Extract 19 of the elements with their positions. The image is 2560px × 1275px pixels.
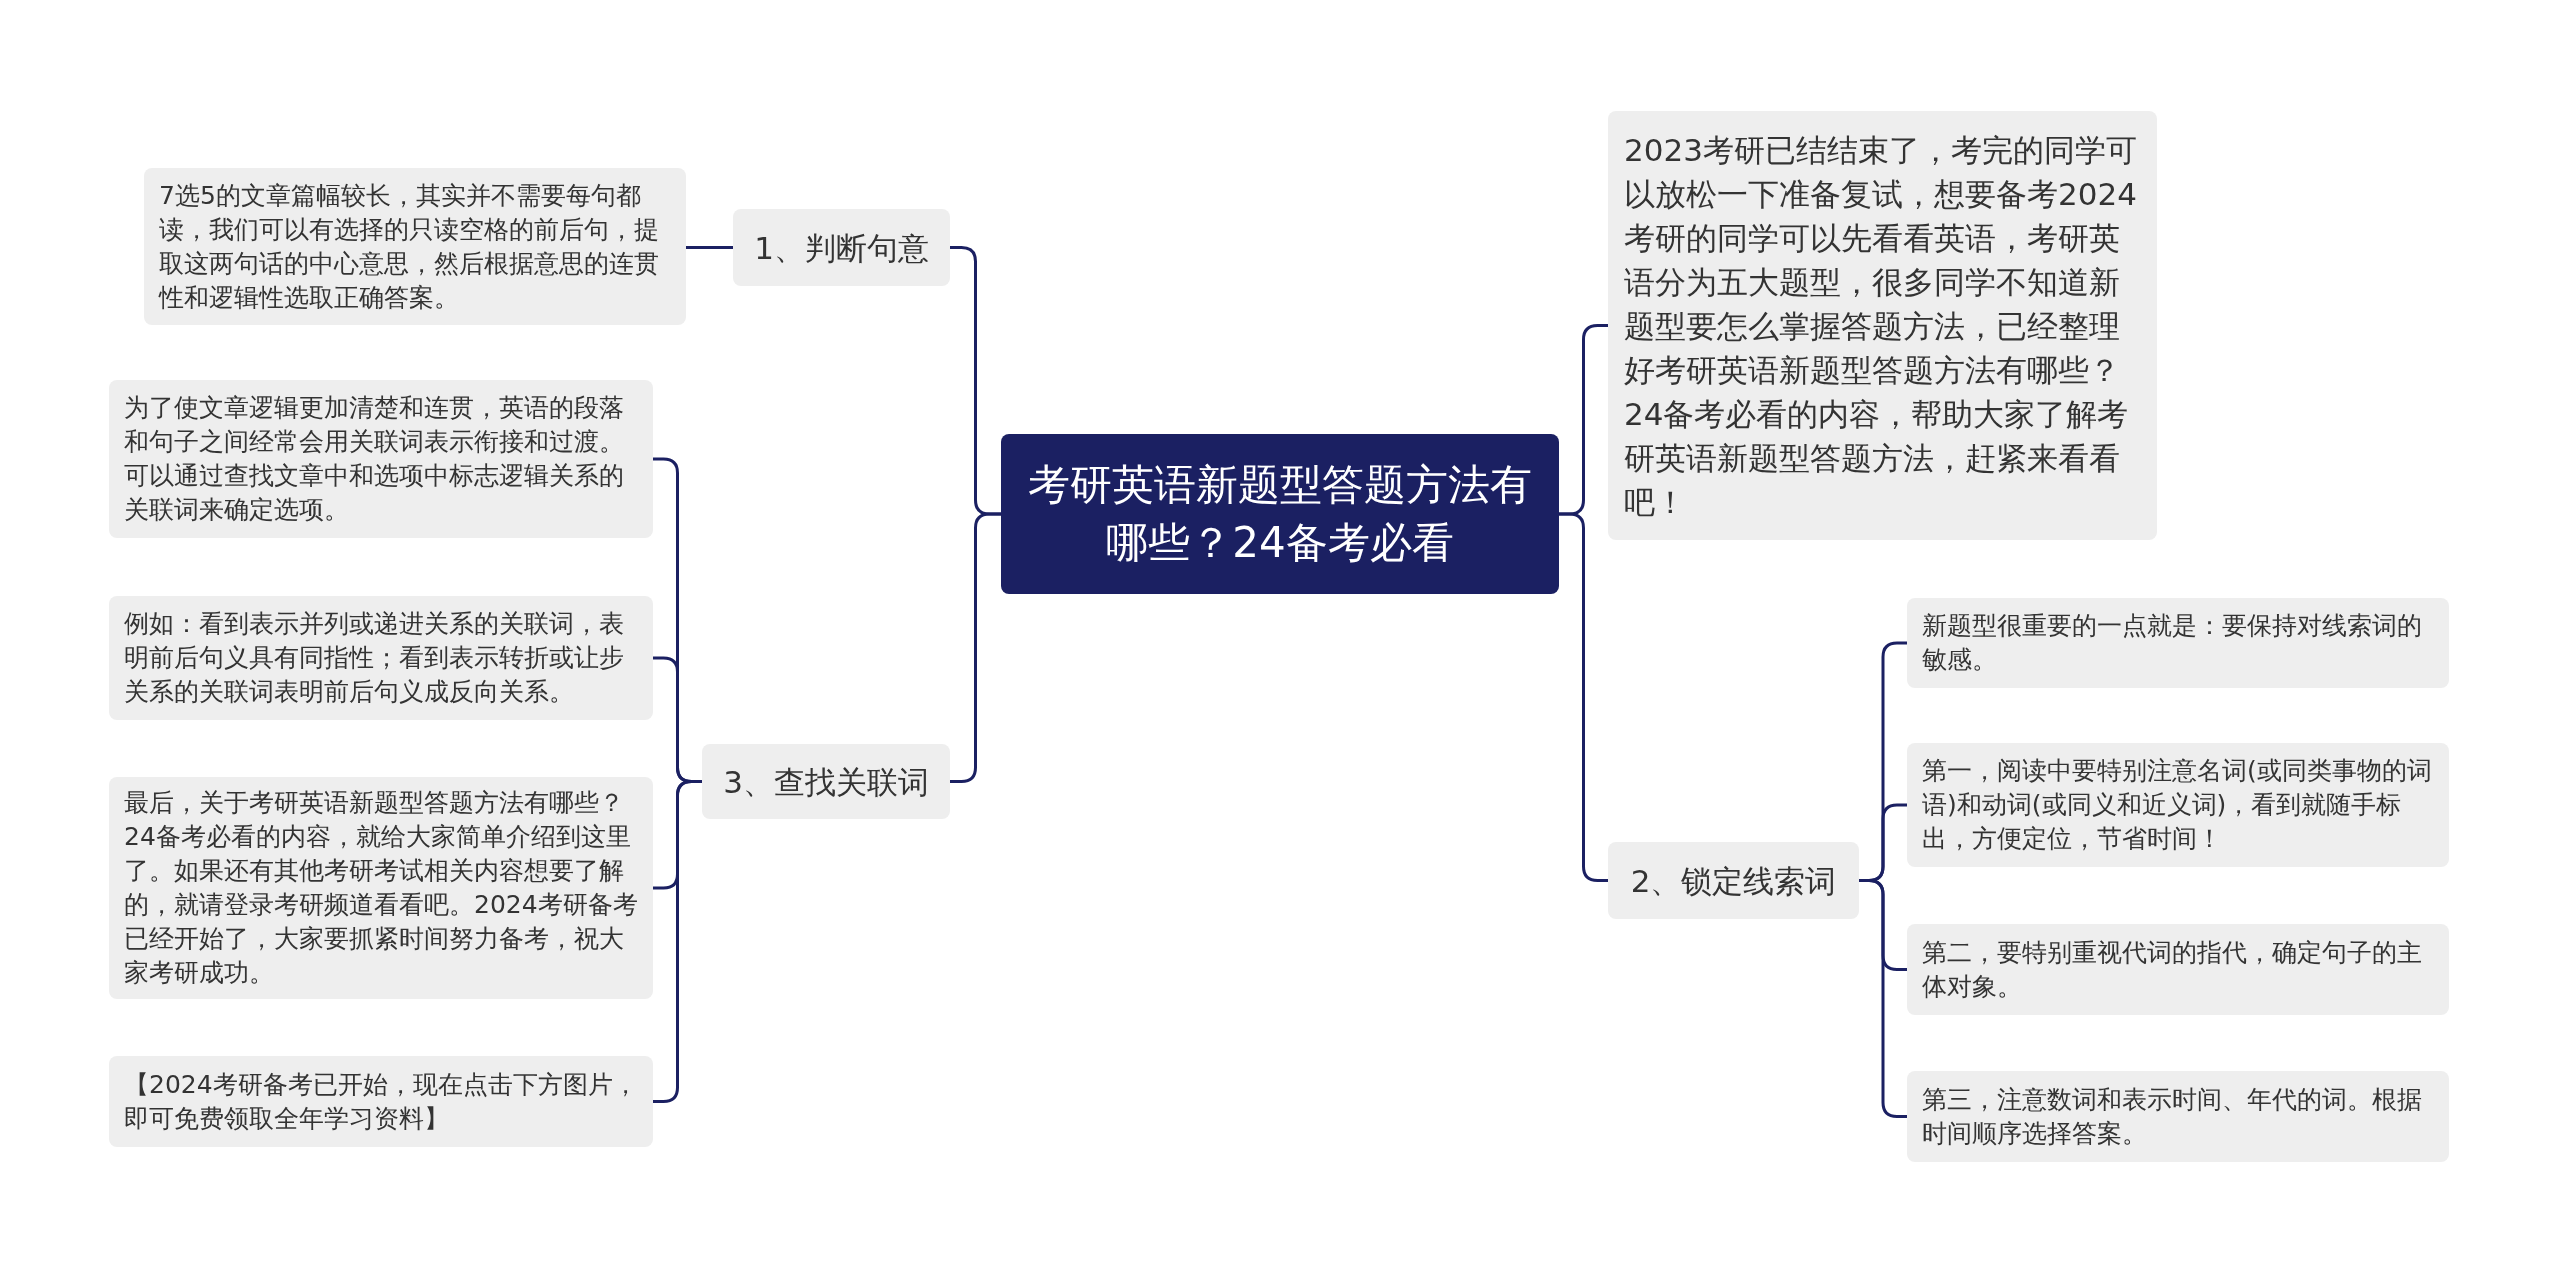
branch-topic-box: 1、判断句意 <box>733 209 950 286</box>
detail-note-box: 7选5的文章篇幅较长，其实并不需要每句都读，我们可以有选择的只读空格的前后句，提取这两句话的中心意思，然后根据意思的连贯性和逻辑性选取正确答案。 <box>144 168 686 325</box>
detail-note-box: 例如：看到表示并列或递进关系的关联词，表明前后句义具有同指性；看到表示转折或让步关系的关联词表明前后句义成反向关系。 <box>109 596 653 720</box>
connector-line <box>1859 879 1907 1118</box>
detail-note-box: 为了使文章逻辑更加清楚和连贯，英语的段落和句子之间经常会用关联词表示衔接和过渡。可以通过查找文章中和选项中标志逻辑关系的关联词来确定选项。 <box>109 380 653 538</box>
connector-line <box>1559 512 1608 882</box>
branch-topic-box: 2、锁定线索词 <box>1608 842 1859 919</box>
connector-line <box>686 246 733 249</box>
intro-note-box: 2023考研已结结束了，考完的同学可以放松一下准备复试，想要备考2024考研的同学可以先看看英语，考研英语分为五大题型，很多同学不知道新题型要怎么掌握答题方法，已经整理好考研英语新题型答题方法有哪些？24备考必看的内容，帮助大家了解考研英语新题型答题方法，赶紧来看看吧！ <box>1608 111 2157 540</box>
detail-note-box: 【2024考研备考已开始，现在点击下方图片，即可免费领取全年学习资料】 <box>109 1056 653 1147</box>
detail-note-box: 第二，要特别重视代词的指代，确定句子的主体对象。 <box>1907 924 2449 1015</box>
central-topic-box: 考研英语新题型答题方法有哪些？24备考必看 <box>1001 434 1559 594</box>
branch-topic-box: 3、查找关联词 <box>702 744 950 819</box>
detail-note-box: 第三，注意数词和表示时间、年代的词。根据时间顺序选择答案。 <box>1907 1071 2449 1162</box>
detail-note-box: 新题型很重要的一点就是：要保持对线索词的敏感。 <box>1907 598 2449 688</box>
detail-note-box: 第一，阅读中要特别注意名词(或同类事物的词语)和动词(或同义和近义词)，看到就随手标出，方便定位，节省时间！ <box>1907 743 2449 867</box>
connector-line <box>950 512 1001 783</box>
detail-note-box: 最后，关于考研英语新题型答题方法有哪些？24备考必看的内容，就给大家简单介绍到这里了。如果还有其他考研考试相关内容想要了解的，就请登录考研频道看看吧。2024考研备考已经开始了，大家要抓紧时间努力备考，祝大家考研成功。 <box>109 777 653 999</box>
connector-line <box>653 780 702 1103</box>
